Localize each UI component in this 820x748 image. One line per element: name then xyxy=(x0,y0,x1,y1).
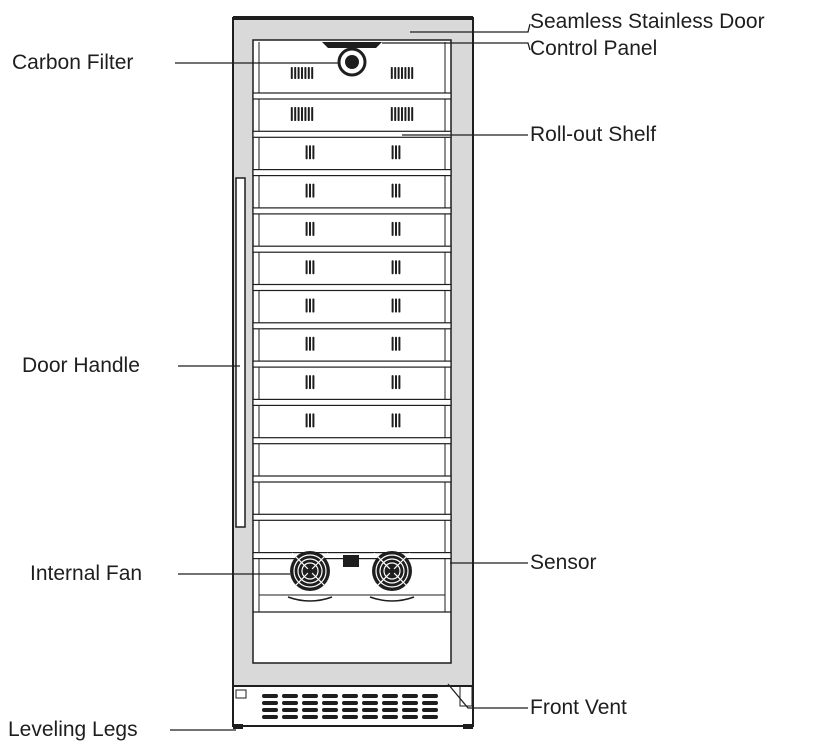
bottle-group xyxy=(391,413,401,428)
bottle-group xyxy=(391,298,401,313)
bottle-group xyxy=(391,221,401,236)
leveling-leg-right xyxy=(463,724,473,729)
bottle-group xyxy=(391,375,401,390)
bottle-group xyxy=(390,107,414,121)
bottle-group xyxy=(391,145,401,160)
bottle-group xyxy=(305,260,315,275)
shelf xyxy=(252,322,452,335)
shelf xyxy=(252,283,452,297)
bottle-group xyxy=(305,336,315,351)
leveling-leg-left xyxy=(233,724,243,729)
bottle-group xyxy=(305,298,315,313)
label-sensor: Sensor xyxy=(530,551,597,574)
bottle-group xyxy=(305,145,315,160)
carbon-filter-core xyxy=(345,55,359,69)
shelf xyxy=(252,398,452,412)
label-roll-out-shelf: Roll-out Shelf xyxy=(530,123,657,146)
label-carbon-filter: Carbon Filter xyxy=(12,51,134,74)
shelf xyxy=(252,169,452,182)
label-internal-fan: Internal Fan xyxy=(30,562,143,585)
shelf xyxy=(252,207,452,220)
bottle-group xyxy=(290,107,314,121)
internal-fan xyxy=(369,551,415,602)
control-panel xyxy=(322,42,382,48)
shelf xyxy=(252,475,452,488)
base-bracket-left xyxy=(235,689,247,699)
label-door-handle: Door Handle xyxy=(22,354,140,377)
shelf xyxy=(252,437,452,450)
label-front-vent: Front Vent xyxy=(530,696,627,719)
shelf xyxy=(252,130,452,144)
leader-lines xyxy=(170,23,531,731)
shelf xyxy=(252,513,452,527)
bottles xyxy=(290,67,414,428)
leader-seamless-door xyxy=(410,23,531,33)
bottle-group xyxy=(305,375,315,390)
shelf xyxy=(252,360,452,374)
cabinet-base xyxy=(232,685,474,727)
shelf xyxy=(252,92,452,105)
shelves xyxy=(252,92,452,565)
bottle-group xyxy=(290,67,314,79)
internal-fan xyxy=(287,551,333,602)
bottle-group xyxy=(391,183,401,198)
shelf xyxy=(252,245,452,259)
label-control-panel: Control Panel xyxy=(530,37,658,60)
sensor xyxy=(343,555,359,567)
cabinet-top xyxy=(233,16,473,20)
internal-fans xyxy=(287,551,415,602)
bottle-group xyxy=(391,336,401,351)
front-vent-grille xyxy=(262,694,438,719)
bottle-group xyxy=(391,260,401,275)
label-seamless-door: Seamless Stainless Door xyxy=(530,10,765,33)
bottle-group xyxy=(305,413,315,428)
bottle-group xyxy=(305,221,315,236)
bottle-group xyxy=(390,67,414,79)
door-handle xyxy=(235,177,246,528)
leader-front-vent xyxy=(447,683,528,709)
label-leveling-legs: Leveling Legs xyxy=(8,718,138,741)
bottle-group xyxy=(305,183,315,198)
leader-control-panel xyxy=(382,42,531,51)
